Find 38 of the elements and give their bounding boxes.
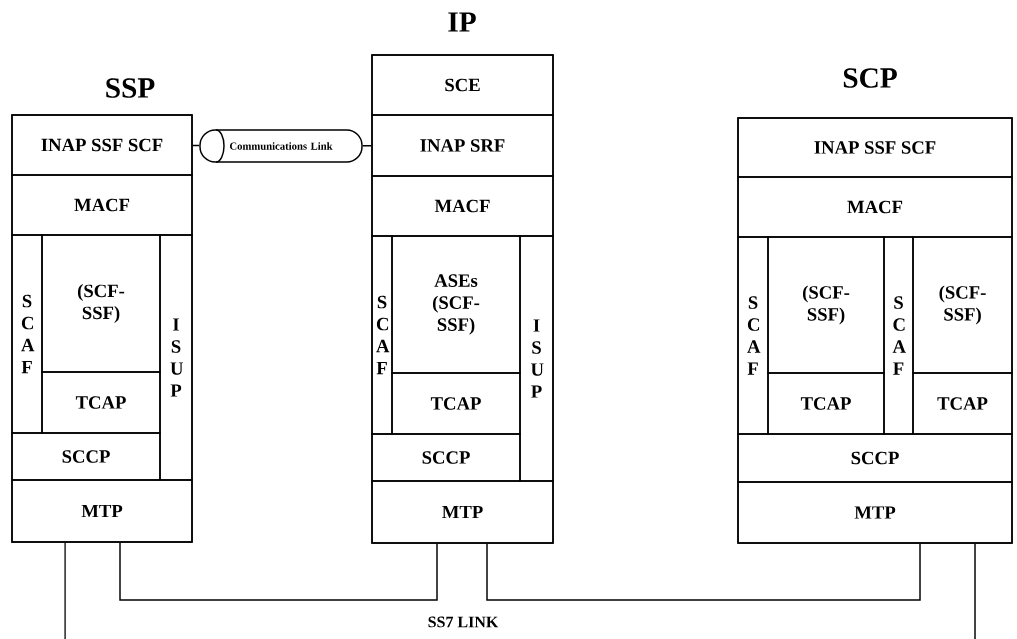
layer-box: SCCP: [737, 433, 1013, 483]
layer-box: S C A F: [883, 236, 914, 435]
layer-box: (SCF- SSF): [41, 234, 161, 373]
node-label: SCP: [843, 68, 897, 88]
layer-box: MACF: [737, 176, 1013, 238]
layer-box: S C A F: [371, 235, 393, 435]
link-line: [119, 542, 438, 601]
layer-box: MTP: [371, 480, 554, 544]
node-label: SSP: [106, 78, 155, 98]
link-line: [974, 543, 976, 639]
link-label: SS7 LINK: [428, 616, 499, 628]
link-line: [486, 543, 921, 601]
layer-box: INAP SSF SCF: [737, 117, 1013, 178]
layer-box: SCCP: [11, 432, 161, 481]
layer-box: TCAP: [767, 372, 885, 435]
layer-box: MTP: [11, 479, 193, 543]
layer-box: TCAP: [41, 371, 161, 434]
layer-box: TCAP: [912, 372, 1013, 435]
layer-box: SCE: [371, 54, 554, 116]
layer-box: SCCP: [371, 433, 521, 482]
connector-line: [192, 144, 200, 147]
layer-box: INAP SSF SCF: [11, 114, 193, 176]
layer-box: S C A F: [737, 236, 769, 435]
layer-box: (SCF- SSF): [767, 236, 885, 374]
layer-box: MACF: [11, 174, 193, 236]
node-label: IP: [448, 12, 476, 32]
layer-box: ASEs (SCF- SSF): [391, 235, 521, 374]
layer-box: INAP SRF: [371, 114, 554, 177]
link-line: [64, 542, 66, 639]
layer-box: S C A F: [11, 234, 43, 434]
connector-line: [362, 145, 372, 147]
communications-link: Communications Link: [199, 129, 363, 163]
layer-box: I S U P: [519, 235, 554, 482]
layer-box: MTP: [737, 481, 1013, 544]
layer-box: (SCF- SSF): [912, 236, 1013, 374]
layer-box: TCAP: [391, 372, 521, 435]
layer-box: I S U P: [159, 234, 193, 481]
layer-box: MACF: [371, 175, 554, 237]
